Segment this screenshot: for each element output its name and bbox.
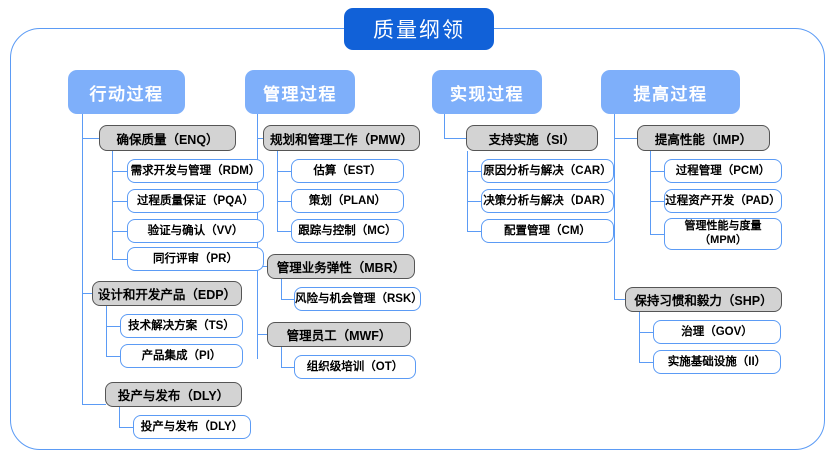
group-box-2-0[interactable]: 支持实施（SI） [466,125,598,151]
connector-sub-col3-g1 [639,312,641,362]
leaf-box-3-0-1[interactable]: 过程资产开发（PAD） [664,189,782,213]
column-header-0[interactable]: 行动过程 [68,70,185,114]
connector-leaf-2-0-2 [467,231,482,233]
leaf-box-2-0-1[interactable]: 决策分析与解决（DAR） [481,189,614,213]
connector-sub-col2-g0 [467,151,469,231]
connector-leaf-3-0-2 [650,234,665,236]
group-box-1-1[interactable]: 管理业务弹性（MBR） [267,254,415,279]
connector-leaf-0-2-0 [119,427,134,429]
connector-leaf-1-0-2 [277,231,292,233]
leaf-box-0-0-1[interactable]: 过程质量保证（PQA） [127,189,264,213]
connector-leaf-3-1-1 [639,362,654,364]
connector-sub-col1-g0 [277,151,279,231]
group-box-0-1[interactable]: 设计和开发产品（EDP） [92,281,242,306]
connector-sub-col1-g1 [281,279,283,300]
leaf-box-0-0-3[interactable]: 同行评审（PR） [127,247,264,271]
group-box-1-2[interactable]: 管理员工（MWF） [267,322,411,347]
connector-sub-col1-g2 [281,347,283,368]
connector-col3-group1 [614,299,626,301]
connector-trunk-col3 [614,114,616,300]
connector-col0-group1 [82,293,93,295]
leaf-box-3-0-2[interactable]: 管理性能与度量（MPM） [664,218,782,250]
connector-leaf-0-1-0 [106,326,121,328]
leaf-box-3-1-1[interactable]: 实施基础设施（II） [653,350,781,374]
group-box-3-1[interactable]: 保持习惯和毅力（SHP） [625,287,782,312]
connector-sub-col0-g1 [106,306,108,356]
column-header-3[interactable]: 提高过程 [601,70,740,114]
connector-leaf-2-0-1 [467,201,482,203]
connector-sub-col3-g0 [650,151,652,235]
connector-leaf-0-0-3 [112,259,128,261]
leaf-box-2-0-0[interactable]: 原因分析与解决（CAR） [481,159,614,183]
connector-leaf-1-0-0 [277,171,292,173]
leaf-box-0-1-0[interactable]: 技术解决方案（TS） [120,314,243,338]
leaf-box-0-0-0[interactable]: 需求开发与管理（RDM） [127,159,264,183]
connector-leaf-2-0-0 [467,171,482,173]
connector-leaf-0-0-1 [112,201,128,203]
leaf-box-3-0-0[interactable]: 过程管理（PCM） [664,159,782,183]
leaf-box-3-1-0[interactable]: 治理（GOV） [653,320,781,344]
column-header-1[interactable]: 管理过程 [245,70,355,114]
leaf-box-1-0-2[interactable]: 跟踪与控制（MC） [291,219,404,243]
connector-leaf-3-0-0 [650,171,665,173]
connector-sub-col0-g0 [112,151,114,259]
connector-col3-group0 [614,138,638,140]
connector-col0-group2 [82,404,106,406]
leaf-box-0-2-0[interactable]: 投产与发布（DLY） [133,415,251,439]
connector-leaf-1-1-0 [281,299,295,301]
connector-leaf-3-1-0 [639,332,654,334]
connector-leaf-1-2-0 [281,367,295,369]
group-box-1-0[interactable]: 规划和管理工作（PMW） [263,125,420,151]
connector-leaf-0-0-0 [112,171,128,173]
connector-leaf-0-1-1 [106,356,121,358]
leaf-box-0-0-2[interactable]: 验证与确认（VV） [127,219,264,243]
leaf-box-0-1-1[interactable]: 产品集成（PI） [120,344,243,368]
connector-leaf-0-0-2 [112,231,128,233]
leaf-box-1-0-1[interactable]: 策划（PLAN） [291,189,404,213]
leaf-box-1-2-0[interactable]: 组织级培训（OT） [294,355,416,379]
connector-col0-group0 [82,138,100,140]
root-title: 质量纲领 [344,8,494,50]
group-box-3-0[interactable]: 提高性能（IMP） [637,125,770,151]
leaf-box-2-0-2[interactable]: 配置管理（CM） [481,219,614,243]
connector-trunk-col0 [82,114,84,404]
connector-sub-col0-g2 [119,407,121,428]
leaf-box-1-1-0[interactable]: 风险与机会管理（RSK） [294,287,423,311]
leaf-box-1-0-0[interactable]: 估算（EST） [291,159,404,183]
connector-col2-group0 [444,138,467,140]
group-box-0-2[interactable]: 投产与发布（DLY） [105,382,242,407]
group-box-0-0[interactable]: 确保质量（ENQ） [99,125,236,151]
connector-trunk-col2 [444,114,446,139]
connector-col1-group0 [257,138,265,140]
connector-col1-group2 [257,334,268,336]
connector-leaf-1-0-1 [277,201,292,203]
connector-leaf-3-0-1 [650,201,665,203]
column-header-2[interactable]: 实现过程 [432,70,542,114]
